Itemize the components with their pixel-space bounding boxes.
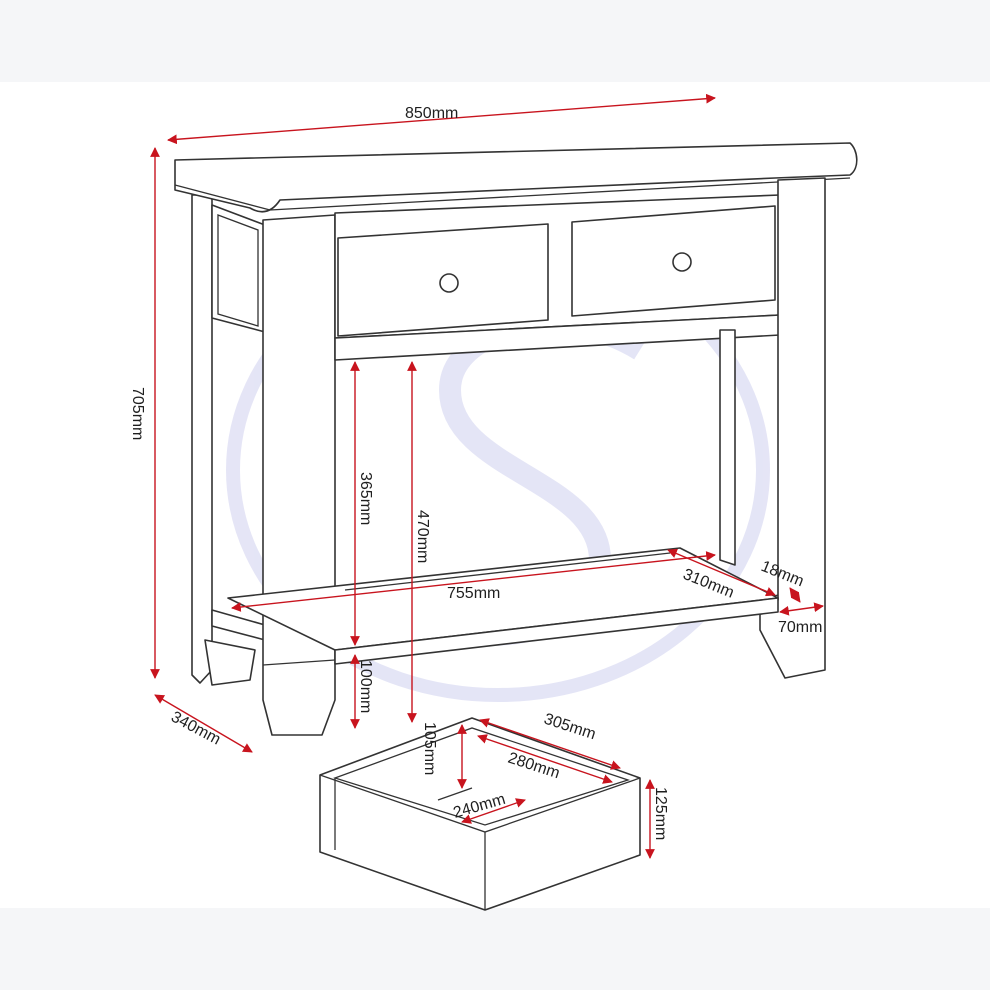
label-755: 755mm [447,585,500,602]
side-apron [211,204,266,333]
drawer-left-knob [439,273,459,293]
dim-shelf-depth [667,548,776,597]
label-470: 470mm [414,510,431,563]
label-365: 365mm [357,472,374,525]
label-100: 100mm [357,660,374,713]
label-705: 705mm [129,387,146,440]
dim-shelf-thickness [789,587,801,603]
dim-leg-width [779,602,824,616]
dim-width-top [167,93,716,145]
dim-drawer-280 [477,734,613,784]
label-125: 125mm [652,787,669,840]
front-left-leg [262,214,336,736]
label-70: 70mm [778,619,822,636]
table-top [174,142,858,213]
label-105: 105mm [421,722,438,775]
dim-shelf-width [231,551,716,612]
dim-drawer-240 [461,798,526,824]
dimension-lines [150,93,824,859]
dim-depth [154,694,253,753]
drawer-right-knob [672,252,692,272]
label-850: 850mm [405,105,458,122]
back-left-leg [191,194,213,684]
